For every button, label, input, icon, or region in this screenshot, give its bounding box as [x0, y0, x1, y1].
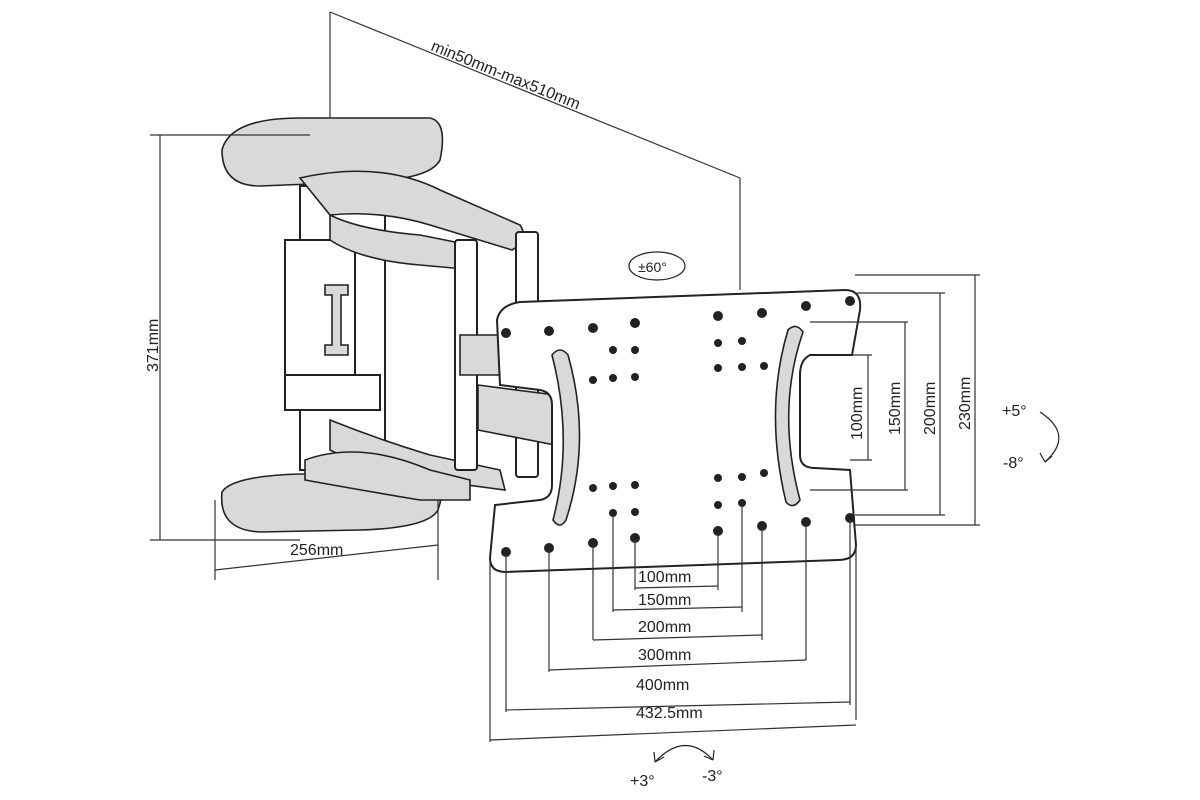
tilt-arrow-icon — [1039, 411, 1060, 463]
horizontal-dimensions — [489, 505, 857, 742]
dimension-256 — [214, 500, 439, 580]
vertical-dim-150: 150mm — [887, 382, 904, 435]
horizontal-dim-300: 300mm — [638, 647, 691, 664]
wall-bracket — [220, 117, 444, 533]
horizontal-dim-400: 400mm — [636, 677, 689, 694]
swivel-label: ±60° — [638, 259, 667, 275]
rotate-arrow-icon — [653, 744, 715, 763]
dimension-371 — [150, 134, 310, 541]
vertical-dimensions — [810, 274, 980, 526]
horizontal-dim-100: 100mm — [638, 569, 691, 586]
swivel-indicator — [628, 251, 686, 281]
vertical-dim-230: 230mm — [957, 377, 974, 430]
width-256-label: 256mm — [290, 542, 343, 559]
rotate-minus-label: -3° — [702, 768, 723, 785]
tilt-down-label: -8° — [1003, 455, 1024, 472]
height-371-label: 371mm — [145, 319, 162, 372]
vertical-dim-200: 200mm — [922, 382, 939, 435]
wall-distance-label: min50mm-max510mm — [429, 38, 583, 113]
wall-plane — [329, 11, 741, 290]
horizontal-dim-4325: 432.5mm — [636, 705, 703, 722]
vertical-dim-100: 100mm — [849, 387, 866, 440]
horizontal-dim-200: 200mm — [638, 619, 691, 636]
vesa-holes — [501, 296, 855, 557]
tilt-up-label: +5° — [1002, 403, 1027, 420]
horizontal-dim-150: 150mm — [638, 592, 691, 609]
rotate-plus-label: +3° — [630, 773, 655, 790]
